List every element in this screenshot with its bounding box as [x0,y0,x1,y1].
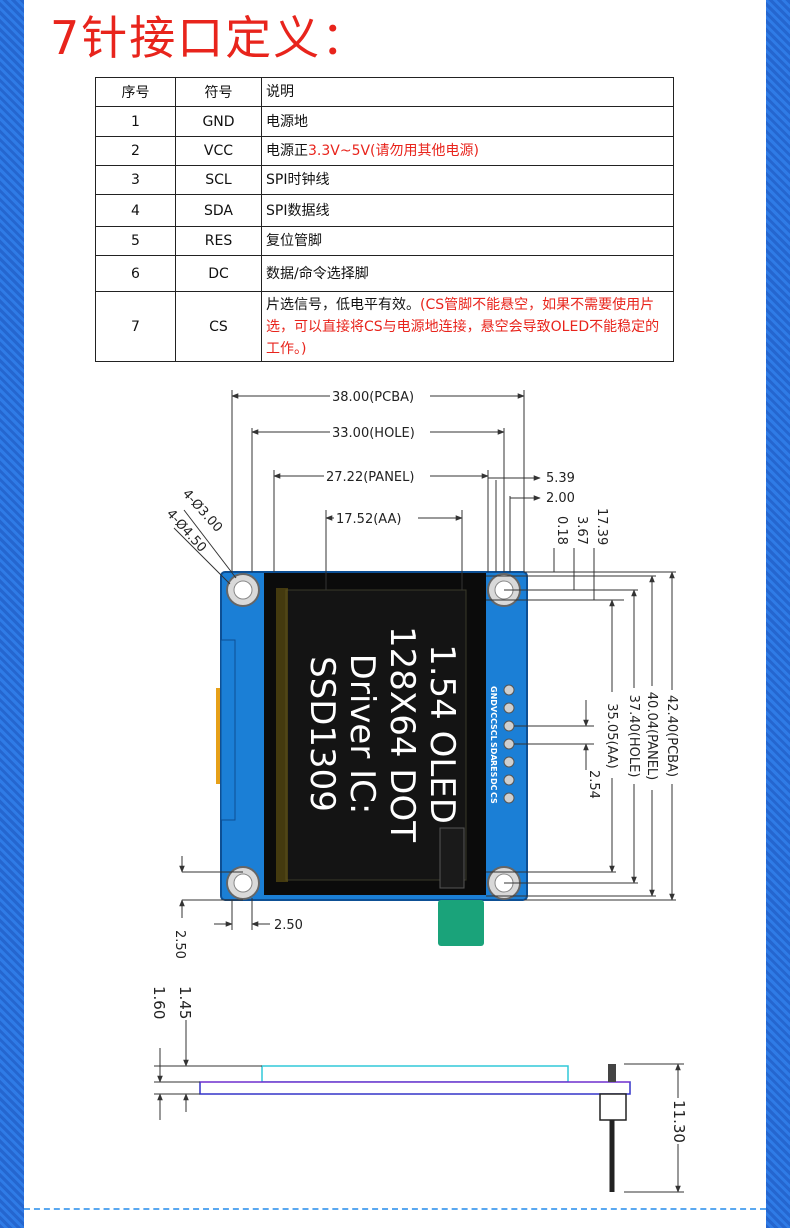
screen-label-group: 1.54 OLED 128X64 DOT Driver IC: SSD1309 [302,626,462,842]
row-desc: 电源正3.3V~5V(请勿用其他电源) [261,136,674,166]
row-desc: 片选信号，低电平有效。(CS管脚不能悬空，如果不需要使用片选，可以直接将CS与电… [261,291,674,362]
right-border [766,0,790,1228]
row-no: 3 [95,165,176,195]
pin-pads [503,684,515,804]
table-row: 3 SCL SPI时钟线 [95,165,674,195]
pin-label-scl: SCL [489,724,498,741]
row-desc-text: 数据/命令选择脚 [266,265,369,282]
left-border [0,0,24,1228]
row-desc-warning: (CS管脚不能悬空，如果不需要使用片选，可以直接将CS与电源地连接，悬空会导致O… [266,296,660,357]
pin-label-gnd: GND [489,686,498,706]
pin-label-sda: SDA [489,742,498,761]
dim-hole-w: 33.00(HOLE) [332,426,415,441]
dim-pcba-w: 38.00(PCBA) [332,390,414,405]
pin-label-dc: DC [489,778,498,791]
oled-active-area [285,589,467,881]
pcb-notch-left [220,639,236,821]
dim-off-x: 2.50 [274,918,303,933]
pin-pad [503,720,515,732]
panel-glass-edge [276,588,288,882]
dim-367: 3.67 [574,516,589,545]
dimension-labels-top: 38.00(PCBA) 33.00(HOLE) 27.22(PANEL) 17.… [163,388,609,555]
dim-off-y: 2.50 [172,930,187,959]
row-desc-text: 电源地 [266,113,308,130]
pin-pad [503,738,515,750]
side-view [199,1064,631,1192]
dim-panel-w: 27.22(PANEL) [326,470,414,485]
pin-pad [503,774,515,786]
row-desc-warning: 3.3V~5V(请勿用其他电源) [308,143,479,159]
dim-539: 5.39 [546,471,575,486]
row-no: 2 [95,136,176,166]
pin-labels: GND VCC SCL SDA RES DC CS [489,686,498,804]
pin-pad [503,756,515,768]
header-desc: 说明 [261,77,674,107]
row-desc: 复位管脚 [261,226,674,256]
dim-aa-h: 35.05(AA) [604,703,619,769]
dim-aa-w: 17.52(AA) [336,512,402,527]
dim-panel-h: 40.04(PANEL) [644,692,659,780]
row-symbol: VCC [175,136,262,166]
row-symbol: SDA [175,194,262,227]
screen-line-2: 128X64 DOT [382,626,422,842]
row-desc: SPI时钟线 [261,165,674,195]
row-no: 6 [95,255,176,292]
row-desc-text: SPI数据线 [266,202,330,219]
side-pcb [199,1081,631,1095]
dim-hole-h: 37.40(HOLE) [626,695,641,778]
dim-t1130: 11.30 [670,1100,688,1143]
mount-hole-bl-inner [233,873,253,893]
dim-pitch: 2.54 [586,770,601,799]
dim-t145: 1.45 [176,986,194,1019]
dimension-labels-right: 42.40(PCBA) 40.04(PANEL) 37.40(HOLE) 35.… [586,686,679,799]
table-row: 6 DC 数据/命令选择脚 [95,255,674,292]
table-row: 7 CS 片选信号，低电平有效。(CS管脚不能悬空，如果不需要使用片选，可以直接… [95,291,674,362]
row-symbol: DC [175,255,262,292]
side-panel-glass [261,1065,569,1083]
pin-pad [503,702,515,714]
dim-018: 0.18 [554,516,569,545]
row-desc-text: SPI时钟线 [266,172,330,188]
oled-module: 1.54 OLED 128X64 DOT Driver IC: SSD1309 [216,571,528,946]
screen-line-3: Driver IC: [342,654,382,815]
dim-pcba-h: 42.40(PCBA) [664,695,679,777]
header-no: 序号 [95,77,176,107]
dim-t160: 1.60 [150,986,168,1019]
page-title: 7针接口定义： [50,11,370,65]
row-no: 4 [95,194,176,227]
pin-table: 序号 符号 说明 1 GND 电源地 2 VCC 电源正3.3V~5V(请勿用其… [95,77,674,362]
page: 7针接口定义： 序号 符号 说明 1 GND 电源地 2 VCC 电源正3.3V… [24,0,766,1228]
mount-hole-tl-inner [233,580,253,600]
table-header-row: 序号 符号 说明 [95,77,674,107]
pin-pad [503,684,515,696]
row-desc-text: 复位管脚 [266,233,322,249]
mechanical-drawing: 1.54 OLED 128X64 DOT Driver IC: SSD1309 [150,388,688,1193]
dimension-labels-offset: 2.50 2.50 [172,918,303,959]
pin-pad [503,792,515,804]
row-desc-text: 片选信号，低电平有效。 [266,296,420,313]
row-symbol: CS [175,291,262,362]
pin-label-res: RES [489,760,498,778]
dim-200: 2.00 [546,491,575,506]
header-symbol: 符号 [175,77,262,107]
screen-line-4: SSD1309 [302,656,342,812]
mount-holes [226,573,521,900]
table-row: 2 VCC 电源正3.3V~5V(请勿用其他电源) [95,136,674,166]
row-desc-text: 电源正 [266,143,308,159]
side-pin-top [608,1064,616,1082]
dim-1739: 17.39 [594,508,609,545]
screen-connector [439,827,465,889]
row-desc: 数据/命令选择脚 [261,255,674,292]
screen-line-1: 1.54 OLED [422,644,462,824]
pin-label-cs: CS [489,792,498,804]
dimension-labels-side: 1.45 1.60 11.30 [150,986,688,1144]
bottom-divider [24,1208,766,1210]
ribbon-tab [438,900,484,946]
pin-label-vcc: VCC [489,706,498,724]
side-pin-header [599,1093,627,1121]
dimension-lines-offset [179,856,270,930]
row-no: 5 [95,226,176,256]
